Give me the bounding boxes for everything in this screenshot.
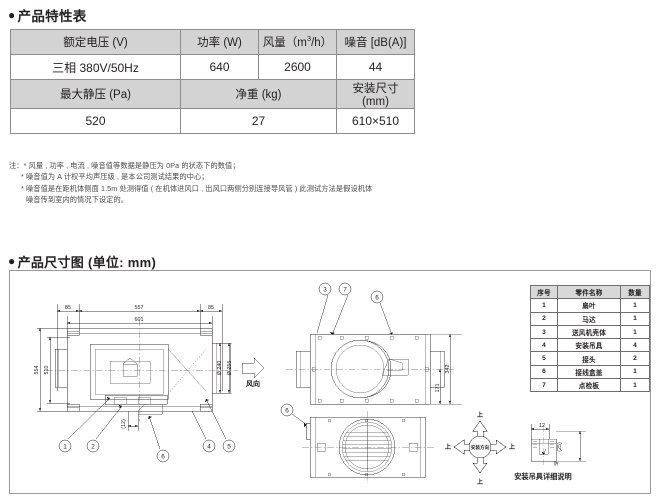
- spec-header-row-1: 额定电压 (V) 功率 (W) 风量（m3/h） 噪音 [dB(A)]: [10, 29, 415, 55]
- parts-cell-name: 接线盒盖: [557, 364, 621, 380]
- parts-header-name: 零件名称: [557, 284, 621, 300]
- callout-1: 1: [63, 443, 67, 450]
- heading-spec-label: 产品特性表: [17, 9, 87, 24]
- dim-duct-outer: Ø 255: [227, 361, 233, 376]
- dim-bracket-height: (25): [557, 442, 563, 452]
- bracket-detail-title: 安装吊具详细说明: [514, 472, 572, 481]
- parts-cell-no: 7: [530, 378, 558, 393]
- dim-overall-height: 554: [34, 366, 40, 375]
- parts-header-no: 序号: [530, 284, 558, 300]
- parts-cell-name: 接头: [557, 351, 621, 366]
- notes-block: 注：* 风量 , 功率 , 电流 , 噪音值等数据是静压为 0Pa 的状态下的数…: [9, 160, 449, 206]
- orientation-up-bottom: 上: [477, 478, 483, 486]
- parts-cell-name: 马达: [557, 311, 621, 326]
- spec-header-airflow: 风量（m3/h）: [258, 29, 337, 55]
- parts-cell-qty: 1: [620, 298, 650, 313]
- bullet-icon-2: ●: [8, 254, 16, 268]
- callout-7-top: 7: [343, 286, 347, 293]
- orientation-up-top: 上: [477, 411, 483, 419]
- parts-cell-name: 点检板: [557, 378, 621, 393]
- spec-header-install-size: 安装尺寸 (mm): [336, 79, 415, 109]
- callout-6-end: 6: [285, 407, 289, 414]
- heading-dimension-label: 产品尺寸图 (单位: mm): [17, 255, 157, 270]
- spec-header-weight: 净重 (kg): [180, 79, 337, 109]
- spec-value-row-1: 三相 380V/50Hz 640 2600 44: [10, 54, 415, 80]
- spec-header-noise: 噪音 [dB(A)]: [336, 29, 415, 55]
- parts-cell-name: 安装吊具: [557, 338, 621, 353]
- dim-center-top: 557: [135, 305, 144, 311]
- spec-value-power: 640: [180, 54, 259, 80]
- parts-cell-name: 扇叶: [557, 298, 621, 313]
- dim-duct-inner: Ø 240: [217, 361, 223, 376]
- parts-cell-no: 1: [530, 298, 558, 313]
- spec-header-row-2: 最大静压 (Pa) 净重 (kg) 安装尺寸 (mm): [10, 79, 415, 109]
- spec-value-row-2: 520 27 610×510: [10, 108, 415, 134]
- dim-foot-offset: (12): [121, 419, 127, 429]
- callout-4: 4: [207, 443, 211, 450]
- parts-cell-qty: 1: [620, 311, 650, 326]
- page-title-dimension: ● 产品尺寸图 (单位: mm): [8, 252, 156, 271]
- spec-value-weight: 27: [180, 108, 337, 134]
- parts-cell-no: 4: [530, 338, 558, 353]
- note-line-2: * 噪音值为 A 计权平均声压级 , 是本公司测试结果的中心；: [21, 172, 209, 182]
- spec-value-install-size: 610×510: [336, 108, 415, 134]
- parts-header-qty: 数量: [620, 284, 650, 300]
- parts-cell-qty: 1: [620, 364, 650, 380]
- dim-overall-width: 601: [135, 317, 144, 323]
- parts-cell-no: 5: [530, 351, 558, 366]
- spec-header-voltage: 额定电压 (V): [10, 29, 181, 55]
- dim-top-center: 171: [435, 384, 441, 393]
- note-line-4: 噪音传到室内的情况下设定的。: [26, 195, 129, 205]
- dim-right-edge: 85: [208, 305, 214, 311]
- callout-6: 6: [161, 453, 165, 460]
- spec-value-noise: 44: [336, 54, 415, 80]
- callout-3-top: 3: [323, 286, 327, 293]
- note-prefix: 注：: [9, 161, 24, 170]
- spec-value-voltage: 三相 380V/50Hz: [10, 54, 181, 80]
- page-title-spec: ● 产品特性表: [8, 5, 87, 25]
- parts-cell-no: 2: [530, 311, 558, 326]
- callout-6-top: 6: [375, 294, 379, 301]
- dimension-diagram-frame: 85 557 85 601 554 510 Ø 240 Ø 255 (12) 3…: [9, 270, 651, 494]
- dim-left-edge: 85: [65, 305, 71, 311]
- callout-2: 2: [91, 443, 95, 450]
- parts-cell-no: 6: [530, 364, 558, 380]
- dim-inner-height: 510: [44, 366, 50, 375]
- spec-table: 额定电压 (V) 功率 (W) 风量（m3/h） 噪音 [dB(A)] 三相 3…: [10, 29, 415, 134]
- orientation-up-left: 上: [445, 443, 451, 451]
- spec-value-airflow: 2600: [258, 54, 337, 80]
- technical-drawing: 85 557 85 601 554 510 Ø 240 Ø 255 (12) 3…: [34, 282, 586, 486]
- parts-cell-no: 3: [530, 324, 558, 340]
- orientation-up-right: 上: [509, 443, 515, 451]
- spec-header-static-pressure: 最大静压 (Pa): [10, 79, 181, 109]
- dim-bracket-width: 12: [539, 423, 545, 429]
- parts-cell-qty: 1: [620, 378, 650, 393]
- parts-cell-qty: 2: [620, 351, 650, 366]
- dim-bracket-note: 防: [554, 460, 559, 467]
- note-line-3: * 噪音值是在距机体侧面 1.5m 处测得值 ( 在机体进风口 , 出风口两侧分…: [21, 183, 373, 193]
- dim-top-overall: 342: [445, 365, 451, 374]
- parts-cell-name: 送风机壳体: [557, 324, 621, 340]
- install-direction-label: 安装方向: [471, 444, 490, 451]
- bullet-icon: ●: [8, 7, 16, 22]
- spec-header-power: 功率 (W): [180, 29, 259, 55]
- parts-header-row: 序号 零件名称 数量: [530, 284, 650, 300]
- callout-5: 5: [227, 443, 231, 450]
- note-line-1: 注：* 风量 , 功率 , 电流 , 噪音值等数据是静压为 0Pa 的状态下的数…: [9, 161, 240, 170]
- parts-cell-qty: 4: [620, 338, 650, 353]
- spec-value-static-pressure: 520: [10, 108, 181, 134]
- parts-cell-qty: 1: [620, 324, 650, 340]
- airflow-direction-label: 风向: [246, 379, 260, 388]
